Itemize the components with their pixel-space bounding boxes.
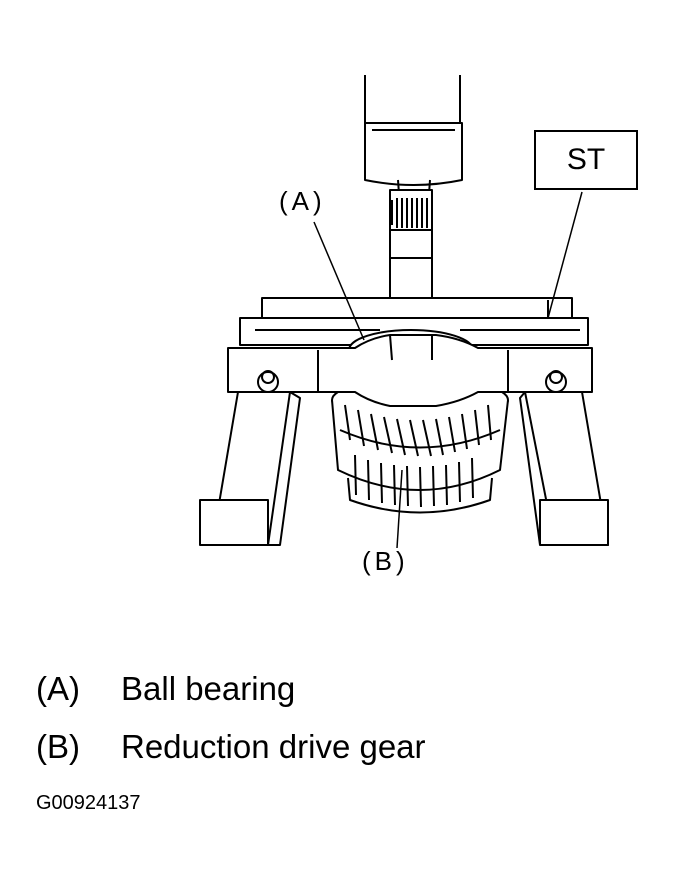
- callout-a-label: (A): [279, 186, 326, 216]
- legend-text: Reduction drive gear: [121, 728, 426, 765]
- bearing-puller-diagram: [199, 75, 609, 549]
- leader-lines: [313, 191, 583, 549]
- st-callout-label: ST: [566, 143, 606, 176]
- legend-key: (B): [36, 728, 80, 765]
- legend-text: Ball bearing: [121, 670, 296, 707]
- puller-legs: [199, 391, 609, 546]
- figure-id: G00924137: [36, 792, 141, 814]
- legend-row-a: (A) Ball bearing: [36, 670, 295, 708]
- legend-row-b: (B) Reduction drive gear: [36, 728, 426, 766]
- puller-front-bar: [227, 334, 593, 407]
- callout-b-label: (B): [362, 546, 409, 576]
- legend-key: (A): [36, 670, 80, 707]
- press-ram: [364, 75, 463, 209]
- st-callout-box: ST: [534, 130, 638, 190]
